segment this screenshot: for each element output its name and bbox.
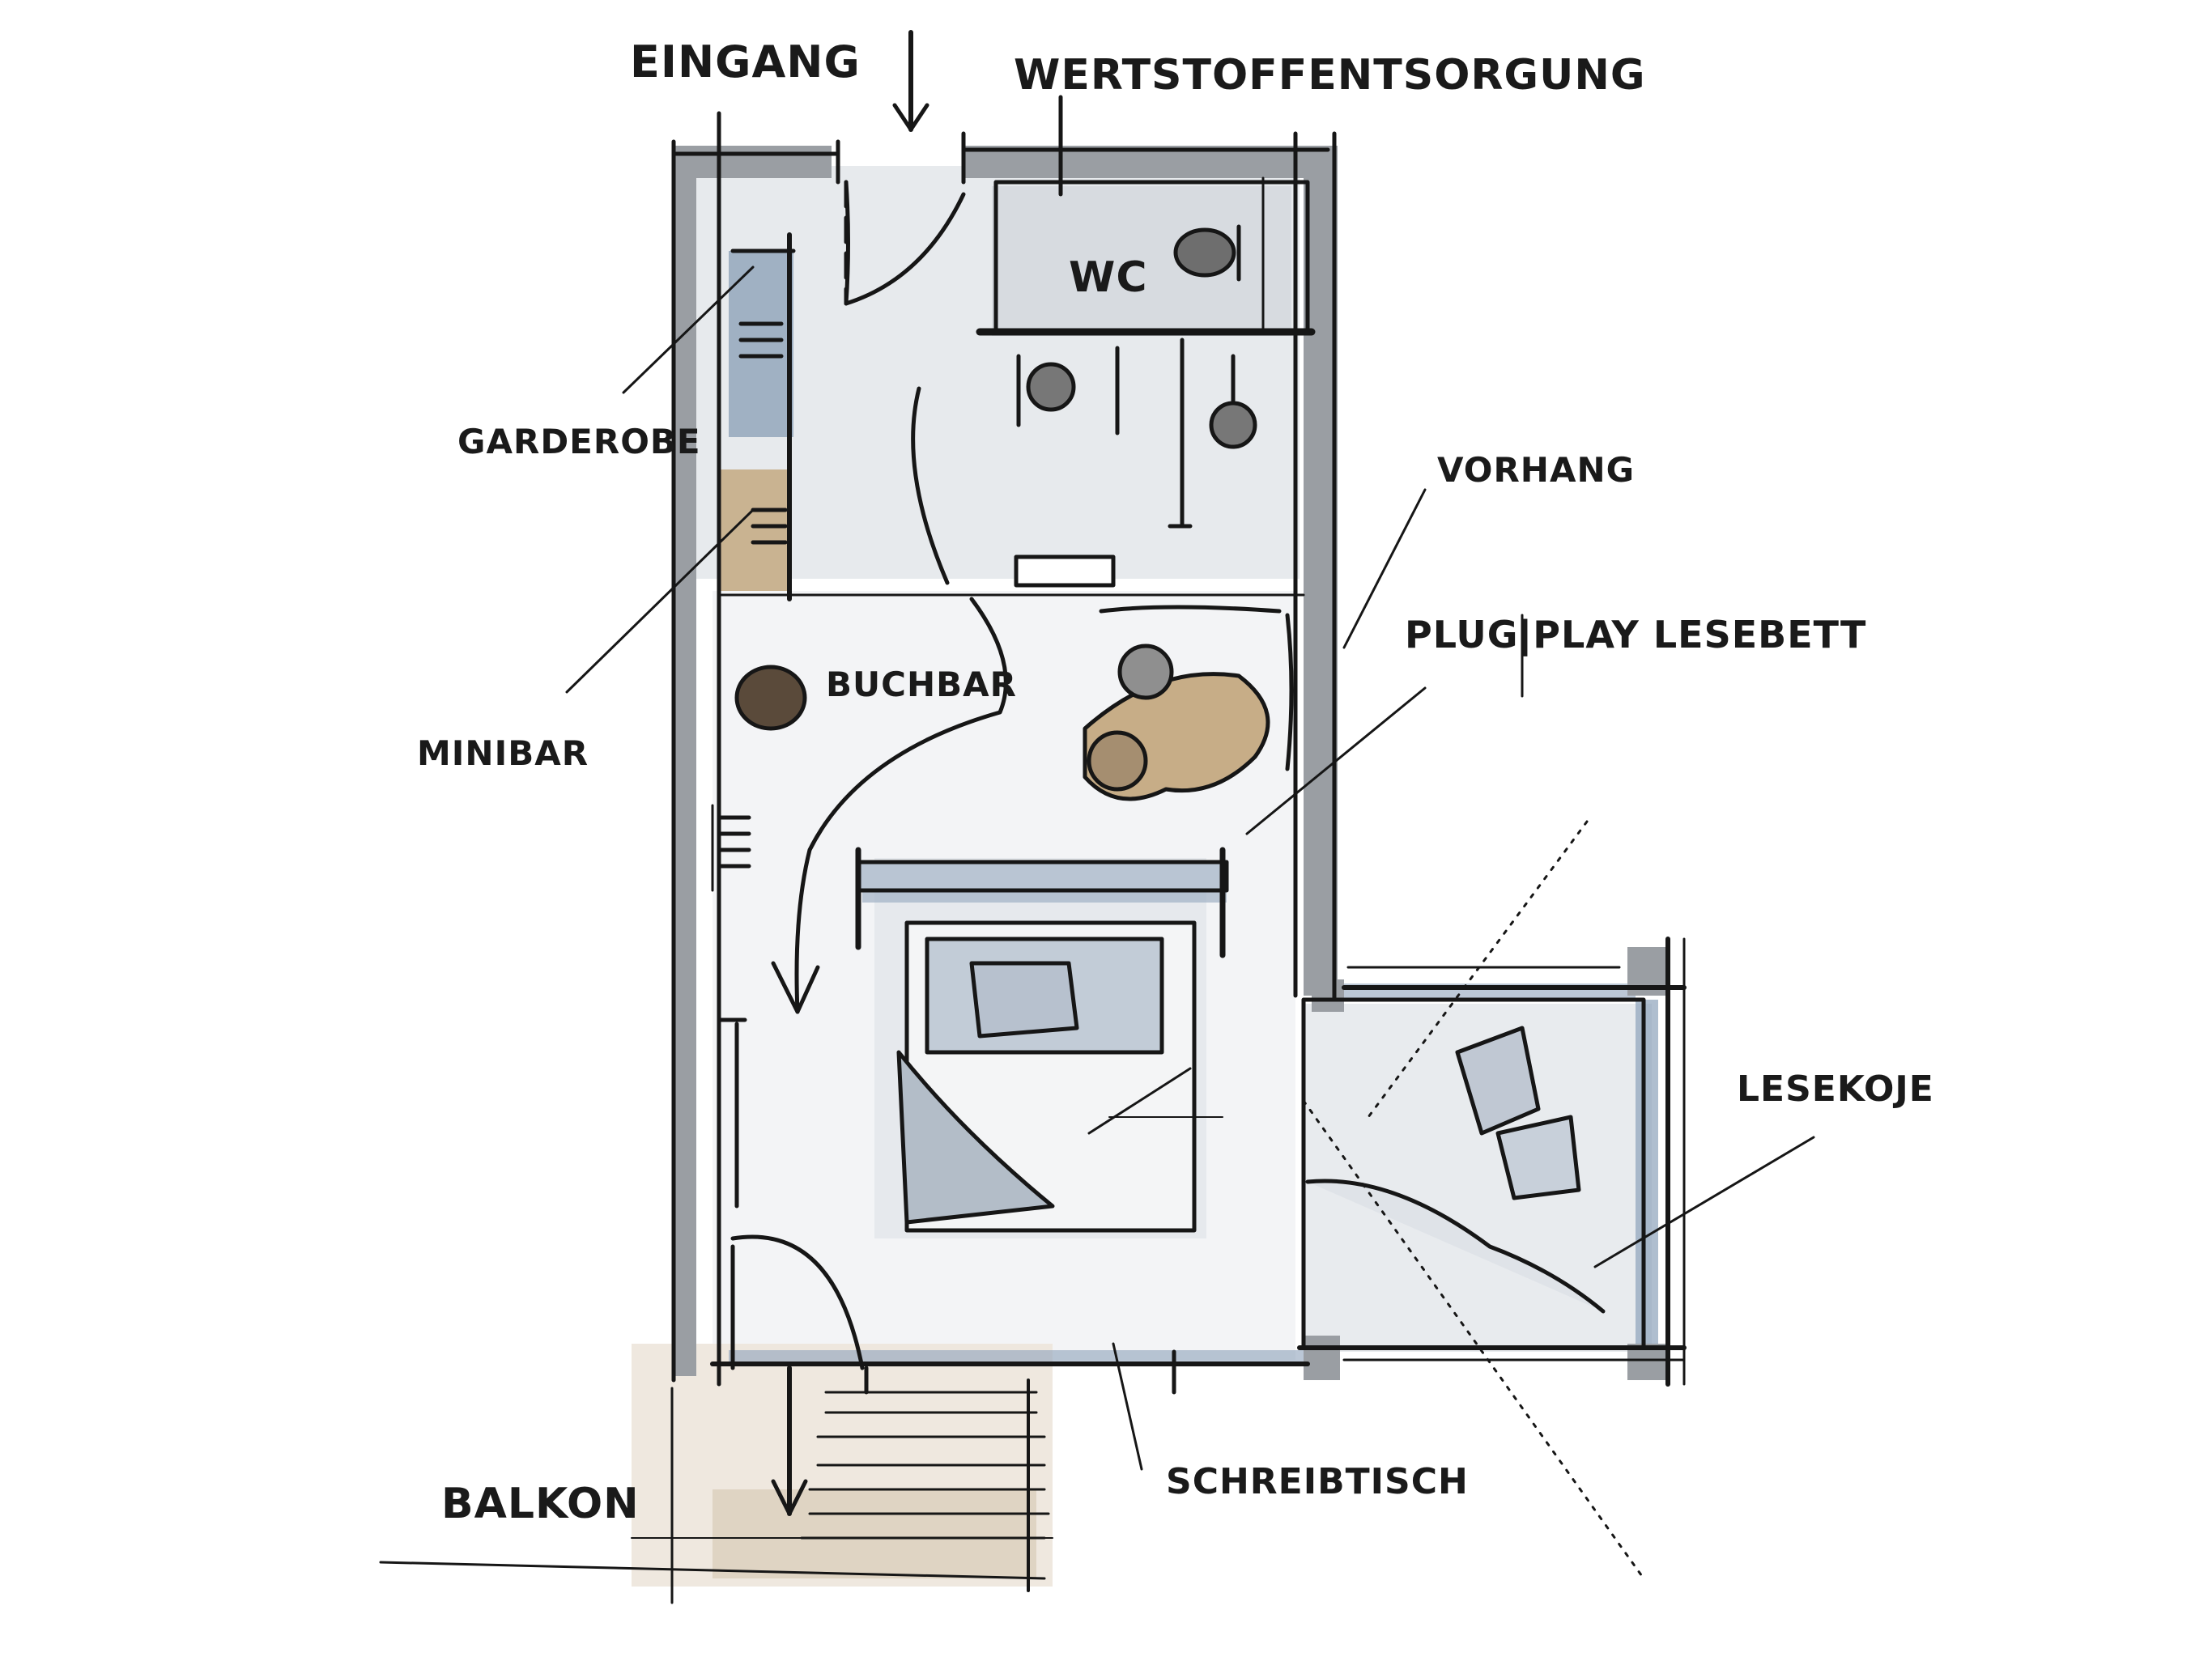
plan-linework: [379, 30, 1815, 1604]
label-garderobe: GARDEROBE: [457, 422, 701, 461]
label-eingang: EINGANG: [630, 36, 861, 87]
label-lesekoje: LESEKOJE: [1737, 1068, 1934, 1110]
label-balkon: BALKON: [441, 1480, 640, 1528]
label-plug-play: PLUG|PLAY LESEBETT: [1405, 613, 1866, 657]
label-wertstoff: WERTSTOFFENTSORGUNG: [1014, 51, 1646, 100]
label-vorhang: VORHANG: [1437, 450, 1635, 490]
walls: [674, 146, 1668, 1380]
label-bucherbar: BUCHBAR: [826, 665, 1017, 704]
label-minibar: MINIBAR: [417, 733, 589, 773]
label-schreibtisch: SCHREIBTISCH: [1166, 1461, 1469, 1502]
label-wc: WC: [1069, 253, 1148, 302]
